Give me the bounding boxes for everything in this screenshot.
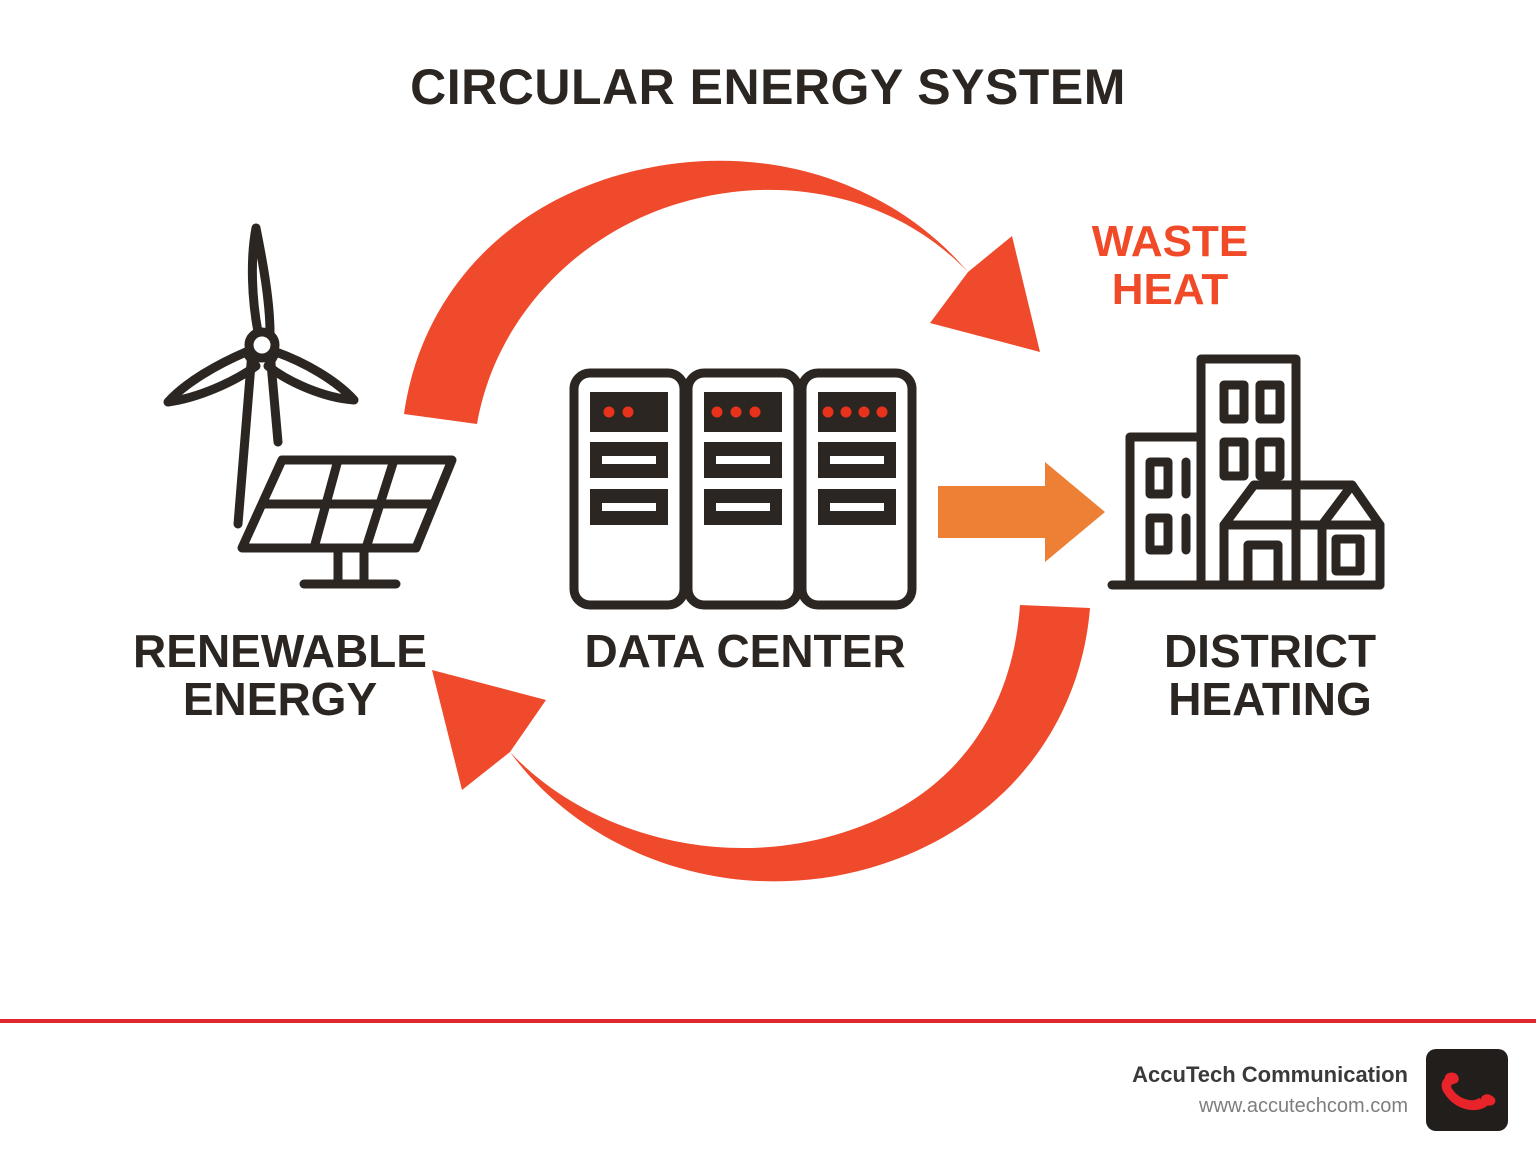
server-led bbox=[603, 406, 615, 418]
city-buildings-icon bbox=[1107, 354, 1385, 590]
server-rack-1 bbox=[569, 368, 689, 610]
waste-heat-transfer-arrow bbox=[938, 462, 1105, 562]
server-rack-2 bbox=[683, 368, 803, 610]
server-led bbox=[876, 406, 888, 418]
waste-heat-label: WASTE HEAT bbox=[1091, 217, 1249, 315]
footer-website-url[interactable]: www.accutechcom.com bbox=[1199, 1095, 1408, 1118]
server-led bbox=[840, 406, 852, 418]
return-loop-arrow bbox=[432, 605, 1090, 882]
footer-text-block: AccuTech Communication www.accutechcom.c… bbox=[1132, 1060, 1408, 1121]
solar-panel-icon bbox=[237, 455, 457, 589]
waste-heat-arrow bbox=[404, 160, 1040, 425]
server-led bbox=[822, 406, 834, 418]
server-led bbox=[858, 406, 870, 418]
server-led bbox=[749, 406, 761, 418]
renewable-energy-label: RENEWABLE ENERGY bbox=[133, 625, 427, 725]
server-led bbox=[711, 406, 723, 418]
company-logo[interactable] bbox=[1426, 1049, 1508, 1131]
data-center-label: DATA CENTER bbox=[584, 625, 906, 677]
server-rack-3 bbox=[797, 368, 917, 610]
footer: AccuTech Communication www.accutechcom.c… bbox=[0, 1023, 1536, 1154]
page-title: CIRCULAR ENERGY SYSTEM bbox=[410, 59, 1126, 115]
footer-company-name: AccuTech Communication bbox=[1132, 1061, 1408, 1087]
server-racks-icon bbox=[569, 368, 917, 610]
footer-divider bbox=[0, 1019, 1536, 1023]
telephone-handset-icon bbox=[1441, 1072, 1496, 1111]
district-heating-label: DISTRICT HEATING bbox=[1163, 625, 1377, 725]
circular-energy-diagram bbox=[163, 160, 1385, 882]
server-led bbox=[622, 406, 634, 418]
server-led bbox=[730, 406, 742, 418]
renewable-energy-icon bbox=[163, 223, 457, 589]
footer-branding: AccuTech Communication www.accutechcom.c… bbox=[1132, 1049, 1508, 1131]
wind-turbine-icon bbox=[163, 223, 359, 529]
